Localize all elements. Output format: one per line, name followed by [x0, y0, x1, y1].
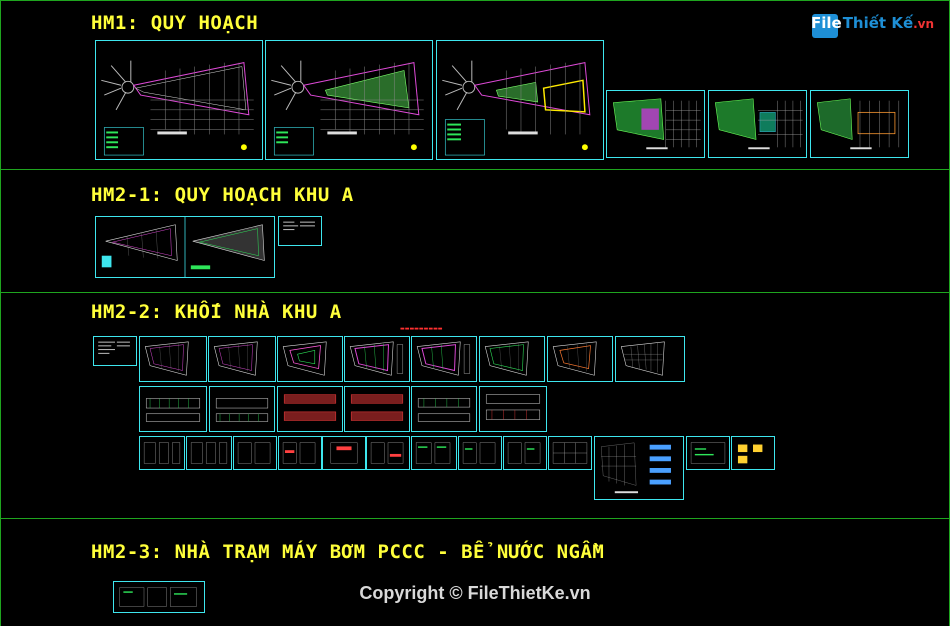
drawing-sheet-detail-6[interactable] [366, 436, 410, 470]
elevation-drawing [283, 394, 337, 421]
detail-drawing [415, 442, 451, 464]
detail-drawing [190, 442, 228, 464]
drawing-sheet-block-plan-2[interactable] [208, 336, 276, 382]
drawing-sheet-detail-1[interactable] [139, 436, 185, 470]
site-plan-drawing [271, 60, 424, 156]
detail-drawing [237, 442, 271, 464]
drawing-sheet-zone-a-legend[interactable] [278, 216, 322, 246]
drawing-sheet-site-plan-2[interactable] [265, 40, 433, 160]
detail-drawing [690, 442, 726, 464]
block-plan-drawing [213, 341, 258, 376]
drawing-sheet-detail-11[interactable] [686, 436, 730, 470]
detail-drawing [462, 442, 496, 464]
drawing-sheet-detail-5[interactable] [322, 436, 366, 470]
logo-brand-vn: .vn [913, 17, 935, 31]
drawing-sheet-block-plan-6[interactable] [479, 336, 545, 382]
detail-drawing [143, 442, 181, 464]
drawing-sheet-block-plan-8[interactable] [615, 336, 685, 382]
drawing-sheet-elevation-4[interactable] [344, 386, 410, 432]
drawing-sheet-block-plan-5[interactable] [411, 336, 477, 382]
block-plan-drawing [349, 341, 404, 376]
pile-layout-drawing [601, 442, 671, 494]
drawing-sheet-detail-3[interactable] [233, 436, 277, 470]
filethietke-logo [812, 14, 838, 38]
drawing-sheet-pump-station[interactable] [113, 581, 205, 613]
block-plan-drawing [416, 341, 471, 376]
drawing-sheet-floor-plan-1[interactable] [606, 90, 705, 158]
zone-a-plan-drawing [101, 217, 265, 277]
drawing-sheet-elevation-5[interactable] [411, 386, 477, 432]
detail-drawing [282, 442, 316, 464]
section-title-hm2-3: HM2-3: NHÀ TRẠM MÁY BƠM PCCC - BỂ NƯỚC N… [91, 541, 605, 563]
left-border [0, 0, 1, 626]
detail-drawing [552, 442, 588, 464]
detail-drawing [330, 442, 358, 464]
floor-plan-drawing [714, 98, 803, 150]
block-plan-drawing [552, 341, 597, 376]
elevation-drawing [350, 394, 404, 421]
drawing-sheet-block-plan-4[interactable] [344, 336, 410, 382]
block-plan-drawing [144, 341, 189, 376]
detail-drawing [507, 442, 541, 464]
drawing-sheet-block-plan-7[interactable] [547, 336, 613, 382]
drawing-sheet-floor-plan-2[interactable] [708, 90, 807, 158]
logo-brand-file: File [811, 14, 842, 32]
drawing-sheet-notes[interactable] [93, 336, 137, 366]
divider-2 [0, 292, 950, 293]
section-title-hm2-1: HM2-1: QUY HOẠCH KHU A [91, 184, 354, 206]
drawing-sheet-site-plan-3[interactable] [436, 40, 604, 160]
drawing-sheet-block-plan-1[interactable] [139, 336, 207, 382]
section-title-hm2-2: HM2-2: KHỐI NHÀ KHU A [91, 301, 342, 323]
drawing-sheet-zone-a-plan[interactable] [95, 216, 275, 278]
block-plan-drawing [484, 341, 529, 376]
divider-3 [0, 518, 950, 519]
notes-drawing [98, 341, 130, 354]
detail-drawing [370, 442, 404, 464]
logo-text: FileThiết Kế.vn [811, 14, 935, 32]
floor-plan-drawing [612, 98, 701, 150]
site-plan-drawing [101, 60, 254, 156]
legend-drawing [283, 221, 315, 231]
logo-brand-thietke: Thiết Kế [842, 14, 914, 32]
sheet-group-label: ▬▬▬▬▬▬▬▬▬ [400, 326, 443, 332]
elevation-drawing [417, 398, 471, 422]
block-plan-drawing [282, 341, 327, 376]
drawing-sheet-site-plan-1[interactable] [95, 40, 263, 160]
drawing-sheet-detail-2[interactable] [186, 436, 232, 470]
elevation-drawing [485, 394, 541, 420]
detail-drawing [737, 444, 763, 464]
pump-station-drawing [119, 587, 197, 607]
drawing-sheet-detail-9[interactable] [503, 436, 547, 470]
section-title-hm1: HM1: QUY HOẠCH [91, 12, 259, 34]
elevation-drawing [145, 398, 201, 422]
block-plan-drawing [620, 341, 665, 376]
copyright-watermark: Copyright © FileThietKe.vn [359, 583, 591, 603]
drawing-sheet-detail-10[interactable] [548, 436, 592, 470]
drawing-sheet-block-plan-3[interactable] [277, 336, 343, 382]
drawing-sheet-pile-layout[interactable] [594, 436, 684, 500]
site-plan-drawing [442, 60, 591, 156]
drawing-sheet-elevation-3[interactable] [277, 386, 343, 432]
elevation-drawing [215, 398, 269, 422]
drawing-sheet-floor-plan-3[interactable] [810, 90, 909, 158]
floor-plan-drawing [816, 98, 900, 150]
divider-1 [0, 169, 950, 170]
drawing-sheet-elevation-1[interactable] [139, 386, 207, 432]
top-border [0, 0, 950, 1]
drawing-sheet-elevation-6[interactable] [479, 386, 547, 432]
drawing-sheet-detail-12[interactable] [731, 436, 775, 470]
drawing-sheet-detail-7[interactable] [411, 436, 457, 470]
drawing-sheet-detail-4[interactable] [278, 436, 322, 470]
drawing-sheet-elevation-2[interactable] [209, 386, 275, 432]
drawing-sheet-detail-8[interactable] [458, 436, 502, 470]
